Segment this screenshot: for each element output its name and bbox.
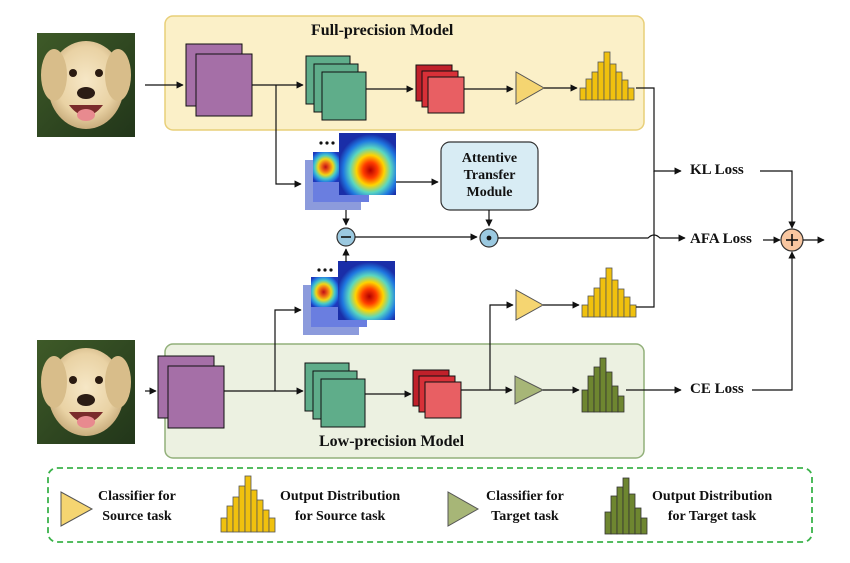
legend-source-distribution-line2: for Source task: [294, 509, 386, 524]
lp-conv-block-2: [304, 362, 366, 428]
dog-photo-icon: [37, 340, 135, 444]
kl-loss-label: KL Loss: [690, 162, 744, 178]
heatmap-icon: [338, 261, 395, 320]
legend-source-classifier-label: Classifier for Source task: [98, 487, 176, 527]
legend-source-classifier-line1: Classifier for: [98, 489, 176, 504]
legend-target-distribution-label: Output Distribution for Target task: [652, 487, 772, 527]
heatmap-icon: [339, 133, 396, 195]
afa-loss-label: AFA Loss: [690, 231, 752, 247]
lp-source-distribution: [581, 267, 637, 318]
fp-attention-maps: [305, 133, 396, 210]
legend-target-classifier-label: Classifier for Target task: [486, 487, 564, 527]
full-precision-panel: [164, 15, 645, 131]
legend-target-distribution-line2: for Target task: [667, 509, 757, 524]
legend-source-classifier-icon: [60, 491, 94, 527]
legend-target-classifier-icon: [447, 491, 480, 527]
lp-conv-block-3: [412, 369, 462, 419]
ce-loss-label: CE Loss: [690, 381, 744, 397]
lp-target-classifier: [514, 375, 545, 405]
dog-photo-icon: [37, 33, 135, 137]
fp-source-distribution: [579, 51, 635, 101]
fp-conv-block-3: [415, 64, 465, 114]
fp-conv-block-2: [305, 55, 367, 121]
legend-source-distribution-line1: Output Distribution: [280, 489, 401, 504]
legend-target-distribution-icon: [604, 477, 648, 535]
legend-target-classifier-line2: Target task: [491, 509, 559, 524]
legend-box: [47, 467, 813, 543]
lp-source-classifier: [515, 289, 545, 321]
fp-source-classifier: [515, 71, 546, 105]
legend-source-distribution-icon: [220, 475, 276, 533]
connectors: [145, 81, 825, 398]
lp-target-distribution: [581, 357, 625, 413]
module-line-2: Transfer: [463, 168, 516, 183]
lp-attention-maps: [303, 261, 395, 335]
legend-target-distribution-line1: Output Distribution: [652, 489, 773, 504]
module-line-3: Module: [466, 185, 513, 200]
legend-target-classifier-line1: Classifier for: [486, 489, 564, 504]
lp-conv-block-1: [157, 355, 225, 429]
legend-source-distribution-label: Output Distribution for Source task: [280, 487, 400, 527]
low-precision-title: Low-precision Model: [319, 433, 465, 450]
full-precision-title: Full-precision Model: [311, 22, 454, 39]
legend-source-classifier-line2: Source task: [102, 509, 172, 524]
attentive-transfer-module-label: Attentive Transfer Module: [441, 142, 538, 210]
fp-conv-block-1: [185, 43, 253, 117]
module-line-1: Attentive: [461, 151, 518, 166]
